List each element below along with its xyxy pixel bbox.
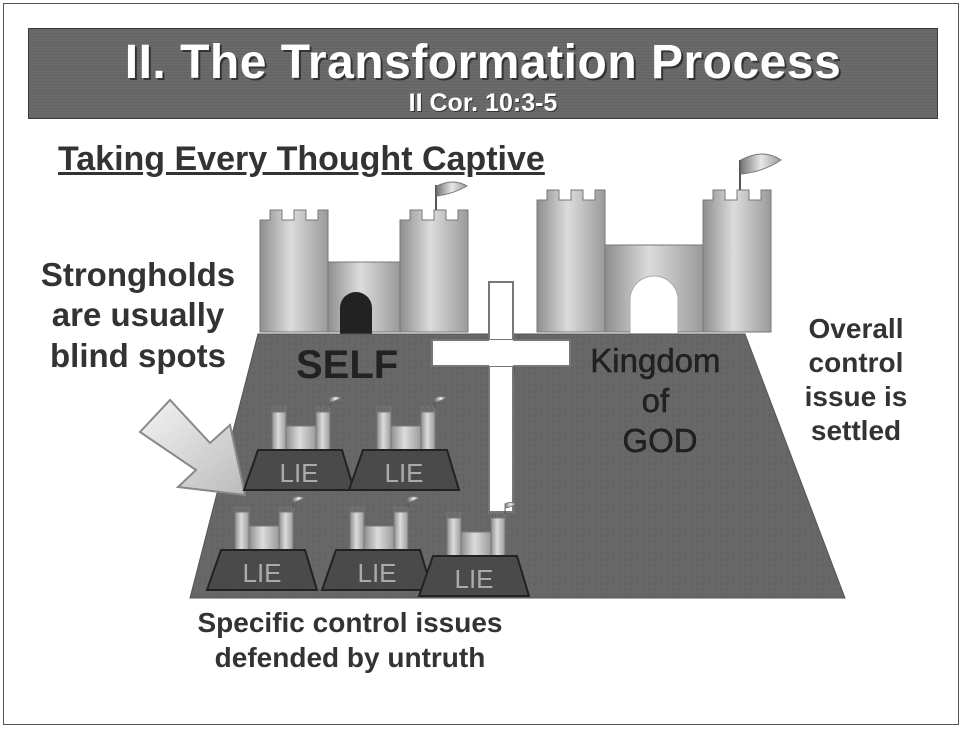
cross-icon bbox=[431, 281, 571, 513]
flag-icon bbox=[740, 153, 782, 175]
lie-label: LIE bbox=[242, 558, 281, 588]
lie-label: LIE bbox=[384, 458, 423, 488]
slide-frame bbox=[3, 3, 959, 725]
slide-title: II. The Transformation Process bbox=[124, 36, 842, 89]
kingdom-line-3: GOD bbox=[622, 422, 697, 459]
lie-stronghold: LIE bbox=[320, 496, 434, 591]
strongholds-note: Strongholds are usually blind spots bbox=[40, 256, 236, 374]
title-bar: II. The Transformation Process II Cor. 1… bbox=[28, 28, 938, 119]
slide-subtitle: II Cor. 10:3-5 bbox=[408, 89, 558, 117]
self-label: SELF bbox=[296, 343, 398, 387]
self-castle-icon bbox=[259, 181, 469, 338]
kingdom-line-1: Kingdom bbox=[590, 342, 720, 379]
lie-stronghold: LIE bbox=[205, 496, 319, 591]
arrow-icon bbox=[138, 398, 247, 497]
lie-stronghold: LIE bbox=[347, 396, 461, 491]
control-settled-note: Overall control issue is settled bbox=[804, 313, 908, 447]
kingdom-label: Kingdom of GOD bbox=[590, 342, 729, 459]
lie-label: LIE bbox=[357, 558, 396, 588]
kingdom-line-2: of bbox=[642, 382, 670, 419]
lie-label: LIE bbox=[454, 564, 493, 594]
lie-stronghold: LIE bbox=[242, 396, 356, 491]
specific-issues-note: Specific control issues defended by untr… bbox=[197, 607, 503, 673]
lie-strongholds: LIE LIE LIE LIE LIE bbox=[205, 396, 531, 597]
lie-stronghold: LIE bbox=[417, 502, 531, 597]
flag-icon bbox=[436, 181, 469, 197]
kingdom-castle-icon bbox=[536, 153, 782, 339]
section-heading: Taking Every Thought Captive bbox=[58, 140, 545, 178]
lie-label: LIE bbox=[279, 458, 318, 488]
